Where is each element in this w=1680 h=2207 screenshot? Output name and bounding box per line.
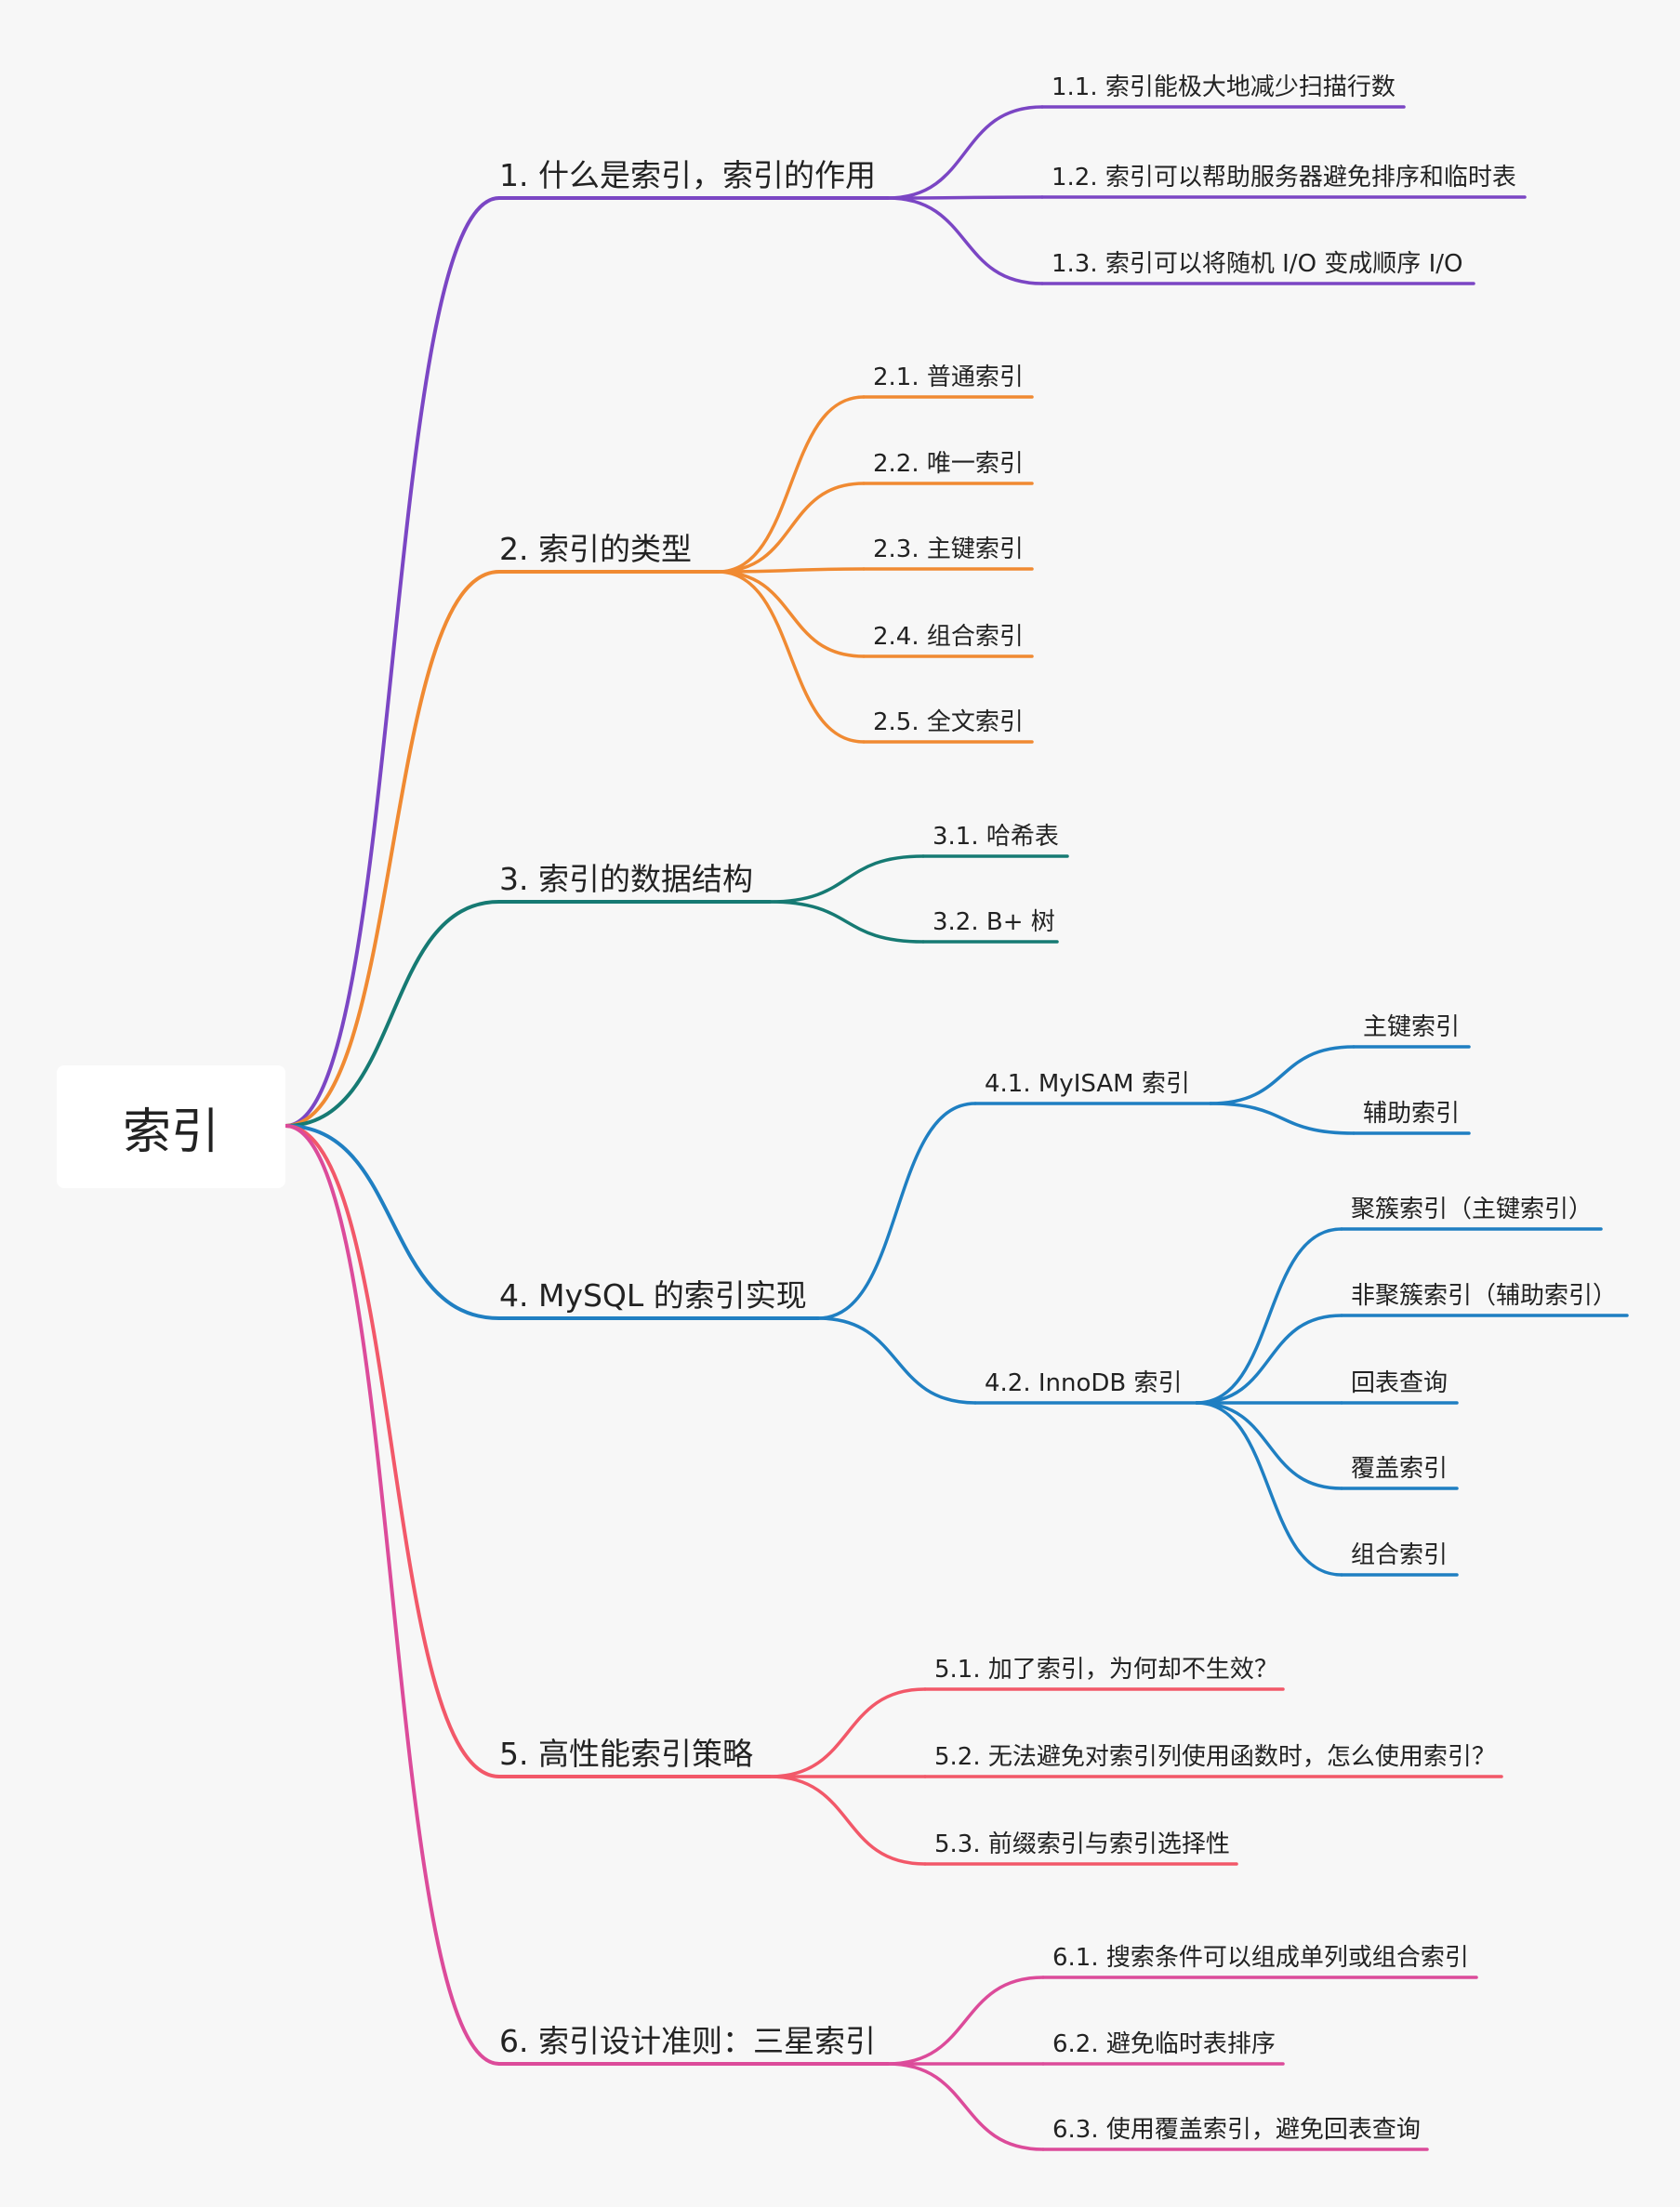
leaf-node-4-2-4[interactable]: 覆盖索引 (1351, 1455, 1449, 1483)
subtopic-node-6-3[interactable]: 6.3. 使用覆盖索引，避免回表查询 (1052, 2116, 1421, 2144)
leaf-node-4-2-5[interactable]: 组合索引 (1351, 1541, 1449, 1569)
leaf-node-4-1-1[interactable]: 主键索引 (1363, 1013, 1461, 1041)
subtopic-node-4-2[interactable]: 4.2. InnoDB 索引 (985, 1369, 1183, 1397)
subtopic-node-6-2[interactable]: 6.2. 避免临时表排序 (1052, 2030, 1276, 2058)
subtopic-node-5-1[interactable]: 5.1. 加了索引，为何却不生效？ (934, 1656, 1278, 1684)
leaf-connector-4-1-2 (1209, 1102, 1356, 1135)
subtopic-connector-3-1 (768, 854, 925, 904)
branch-connector-1 (284, 196, 501, 1128)
subtopic-connector-5-3 (768, 1775, 927, 1866)
leaf-node-4-2-3[interactable]: 回表查询 (1351, 1369, 1449, 1397)
leaf-node-4-2-1[interactable]: 聚簇索引（主键索引） (1351, 1196, 1594, 1223)
branch-connector-2 (284, 570, 501, 1128)
branch-connector-5 (284, 1124, 501, 1778)
subtopic-node-2-3[interactable]: 2.3. 主键索引 (873, 535, 1024, 563)
subtopic-connector-2-4 (716, 570, 866, 658)
root-label: 索引 (122, 1104, 219, 1160)
subtopic-node-2-4[interactable]: 2.4. 组合索引 (873, 623, 1024, 651)
branch-node-2[interactable]: 2. 索引的类型 (499, 531, 692, 567)
subtopic-connector-2-5 (716, 570, 866, 744)
leaf-connector-4-2-1 (1195, 1227, 1343, 1405)
subtopic-connector-4-1 (816, 1102, 977, 1320)
leaf-connector-4-1-1 (1209, 1045, 1356, 1105)
branch-node-1[interactable]: 1. 什么是索引，索引的作用 (499, 157, 876, 193)
subtopic-connector-1-3 (886, 196, 1044, 285)
leaf-node-4-2-2[interactable]: 非聚簇索引（辅助索引） (1351, 1282, 1618, 1310)
subtopic-connector-6-3 (886, 2062, 1045, 2151)
subtopic-node-1-1[interactable]: 1.1. 索引能极大地减少扫描行数 (1052, 73, 1396, 101)
subtopic-node-3-1[interactable]: 3.1. 哈希表 (933, 823, 1059, 851)
subtopic-node-2-5[interactable]: 2.5. 全文索引 (873, 708, 1024, 736)
subtopic-connector-2-2 (716, 482, 866, 574)
branch-node-4[interactable]: 4. MySQL 的索引实现 (499, 1277, 807, 1314)
leaf-connector-4-2-4 (1195, 1401, 1343, 1490)
leaf-node-4-1-2[interactable]: 辅助索引 (1363, 1100, 1461, 1128)
branch-node-3[interactable]: 3. 索引的数据结构 (499, 861, 753, 897)
subtopic-connector-1-1 (886, 105, 1044, 200)
subtopic-connector-2-1 (716, 395, 866, 574)
branch-node-6[interactable]: 6. 索引设计准则：三星索引 (499, 2023, 876, 2059)
leaf-connector-4-2-2 (1195, 1314, 1343, 1405)
subtopic-node-4-1[interactable]: 4.1. MyISAM 索引 (985, 1070, 1190, 1098)
subtopic-connector-1-2 (886, 195, 1044, 200)
subtopic-node-3-2[interactable]: 3.2. B+ 树 (933, 908, 1055, 936)
branch-connector-4 (284, 1124, 501, 1320)
branch-connector-3 (284, 900, 501, 1128)
root-node[interactable]: 索引 (57, 1065, 285, 1188)
subtopic-connector-5-1 (768, 1687, 927, 1778)
subtopic-node-1-3[interactable]: 1.3. 索引可以将随机 I/O 变成顺序 I/O (1052, 250, 1463, 278)
subtopic-node-2-2[interactable]: 2.2. 唯一索引 (873, 450, 1024, 478)
subtopic-connector-6-1 (886, 1976, 1045, 2066)
subtopic-node-5-3[interactable]: 5.3. 前缀索引与索引选择性 (934, 1830, 1230, 1858)
branch-connector-6 (284, 1124, 501, 2066)
subtopic-connector-2-3 (716, 567, 866, 574)
subtopic-node-1-2[interactable]: 1.2. 索引可以帮助服务器避免排序和临时表 (1052, 164, 1516, 192)
branch-node-5[interactable]: 5. 高性能索引策略 (499, 1736, 753, 1772)
subtopic-node-5-2[interactable]: 5.2. 无法避免对索引列使用函数时，怎么使用索引？ (934, 1743, 1496, 1771)
leaf-connector-4-2-5 (1195, 1401, 1343, 1577)
subtopic-node-2-1[interactable]: 2.1. 普通索引 (873, 363, 1024, 391)
subtopic-connector-4-2 (816, 1316, 977, 1405)
subtopic-connector-3-2 (768, 900, 925, 944)
subtopic-node-6-1[interactable]: 6.1. 搜索条件可以组成单列或组合索引 (1052, 1944, 1469, 1972)
